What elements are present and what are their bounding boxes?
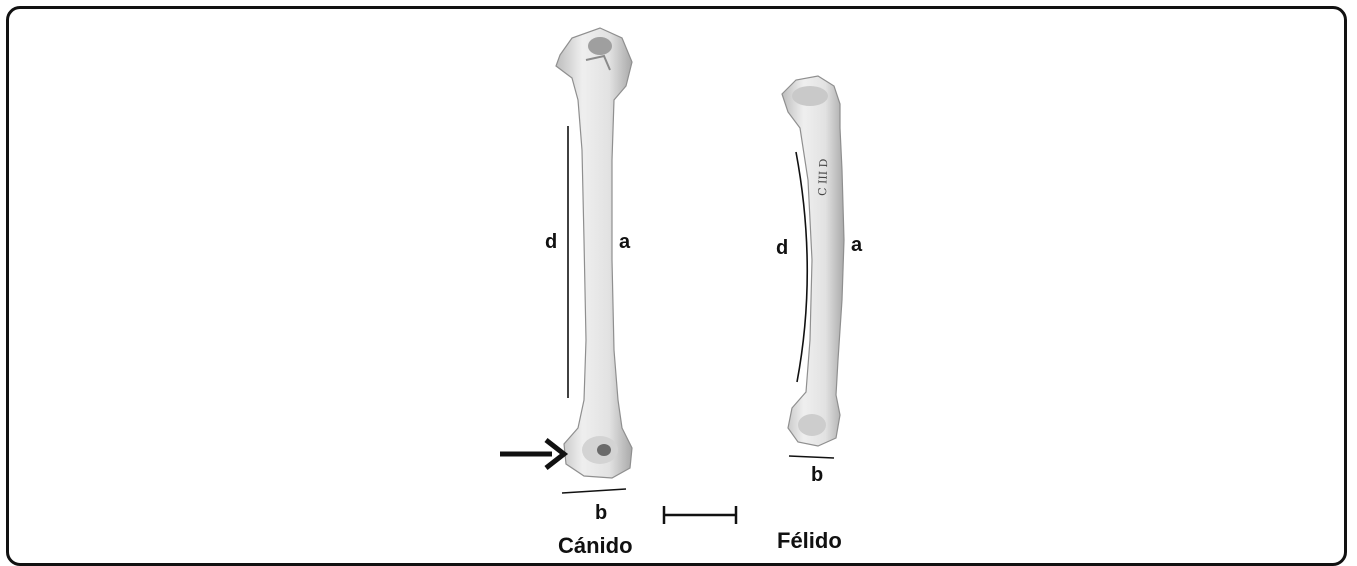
felid-d-arc [796, 152, 807, 382]
canid-label-b: b [595, 503, 607, 523]
catalog-inscription: C III D [816, 158, 830, 196]
felid-name: Félido [777, 530, 842, 552]
canid-b-line [562, 489, 626, 493]
felid-b-line [789, 456, 834, 458]
canid-label-d: d [545, 232, 557, 252]
scale-bar-icon [664, 506, 736, 524]
arrow-right-icon [500, 440, 564, 468]
canid-name: Cánido [558, 535, 633, 557]
canid-label-a: a [619, 232, 630, 252]
felid-label-a: a [851, 235, 862, 255]
felid-label-b: b [811, 465, 823, 485]
felid-label-d: d [776, 238, 788, 258]
felid-bone [782, 76, 844, 446]
